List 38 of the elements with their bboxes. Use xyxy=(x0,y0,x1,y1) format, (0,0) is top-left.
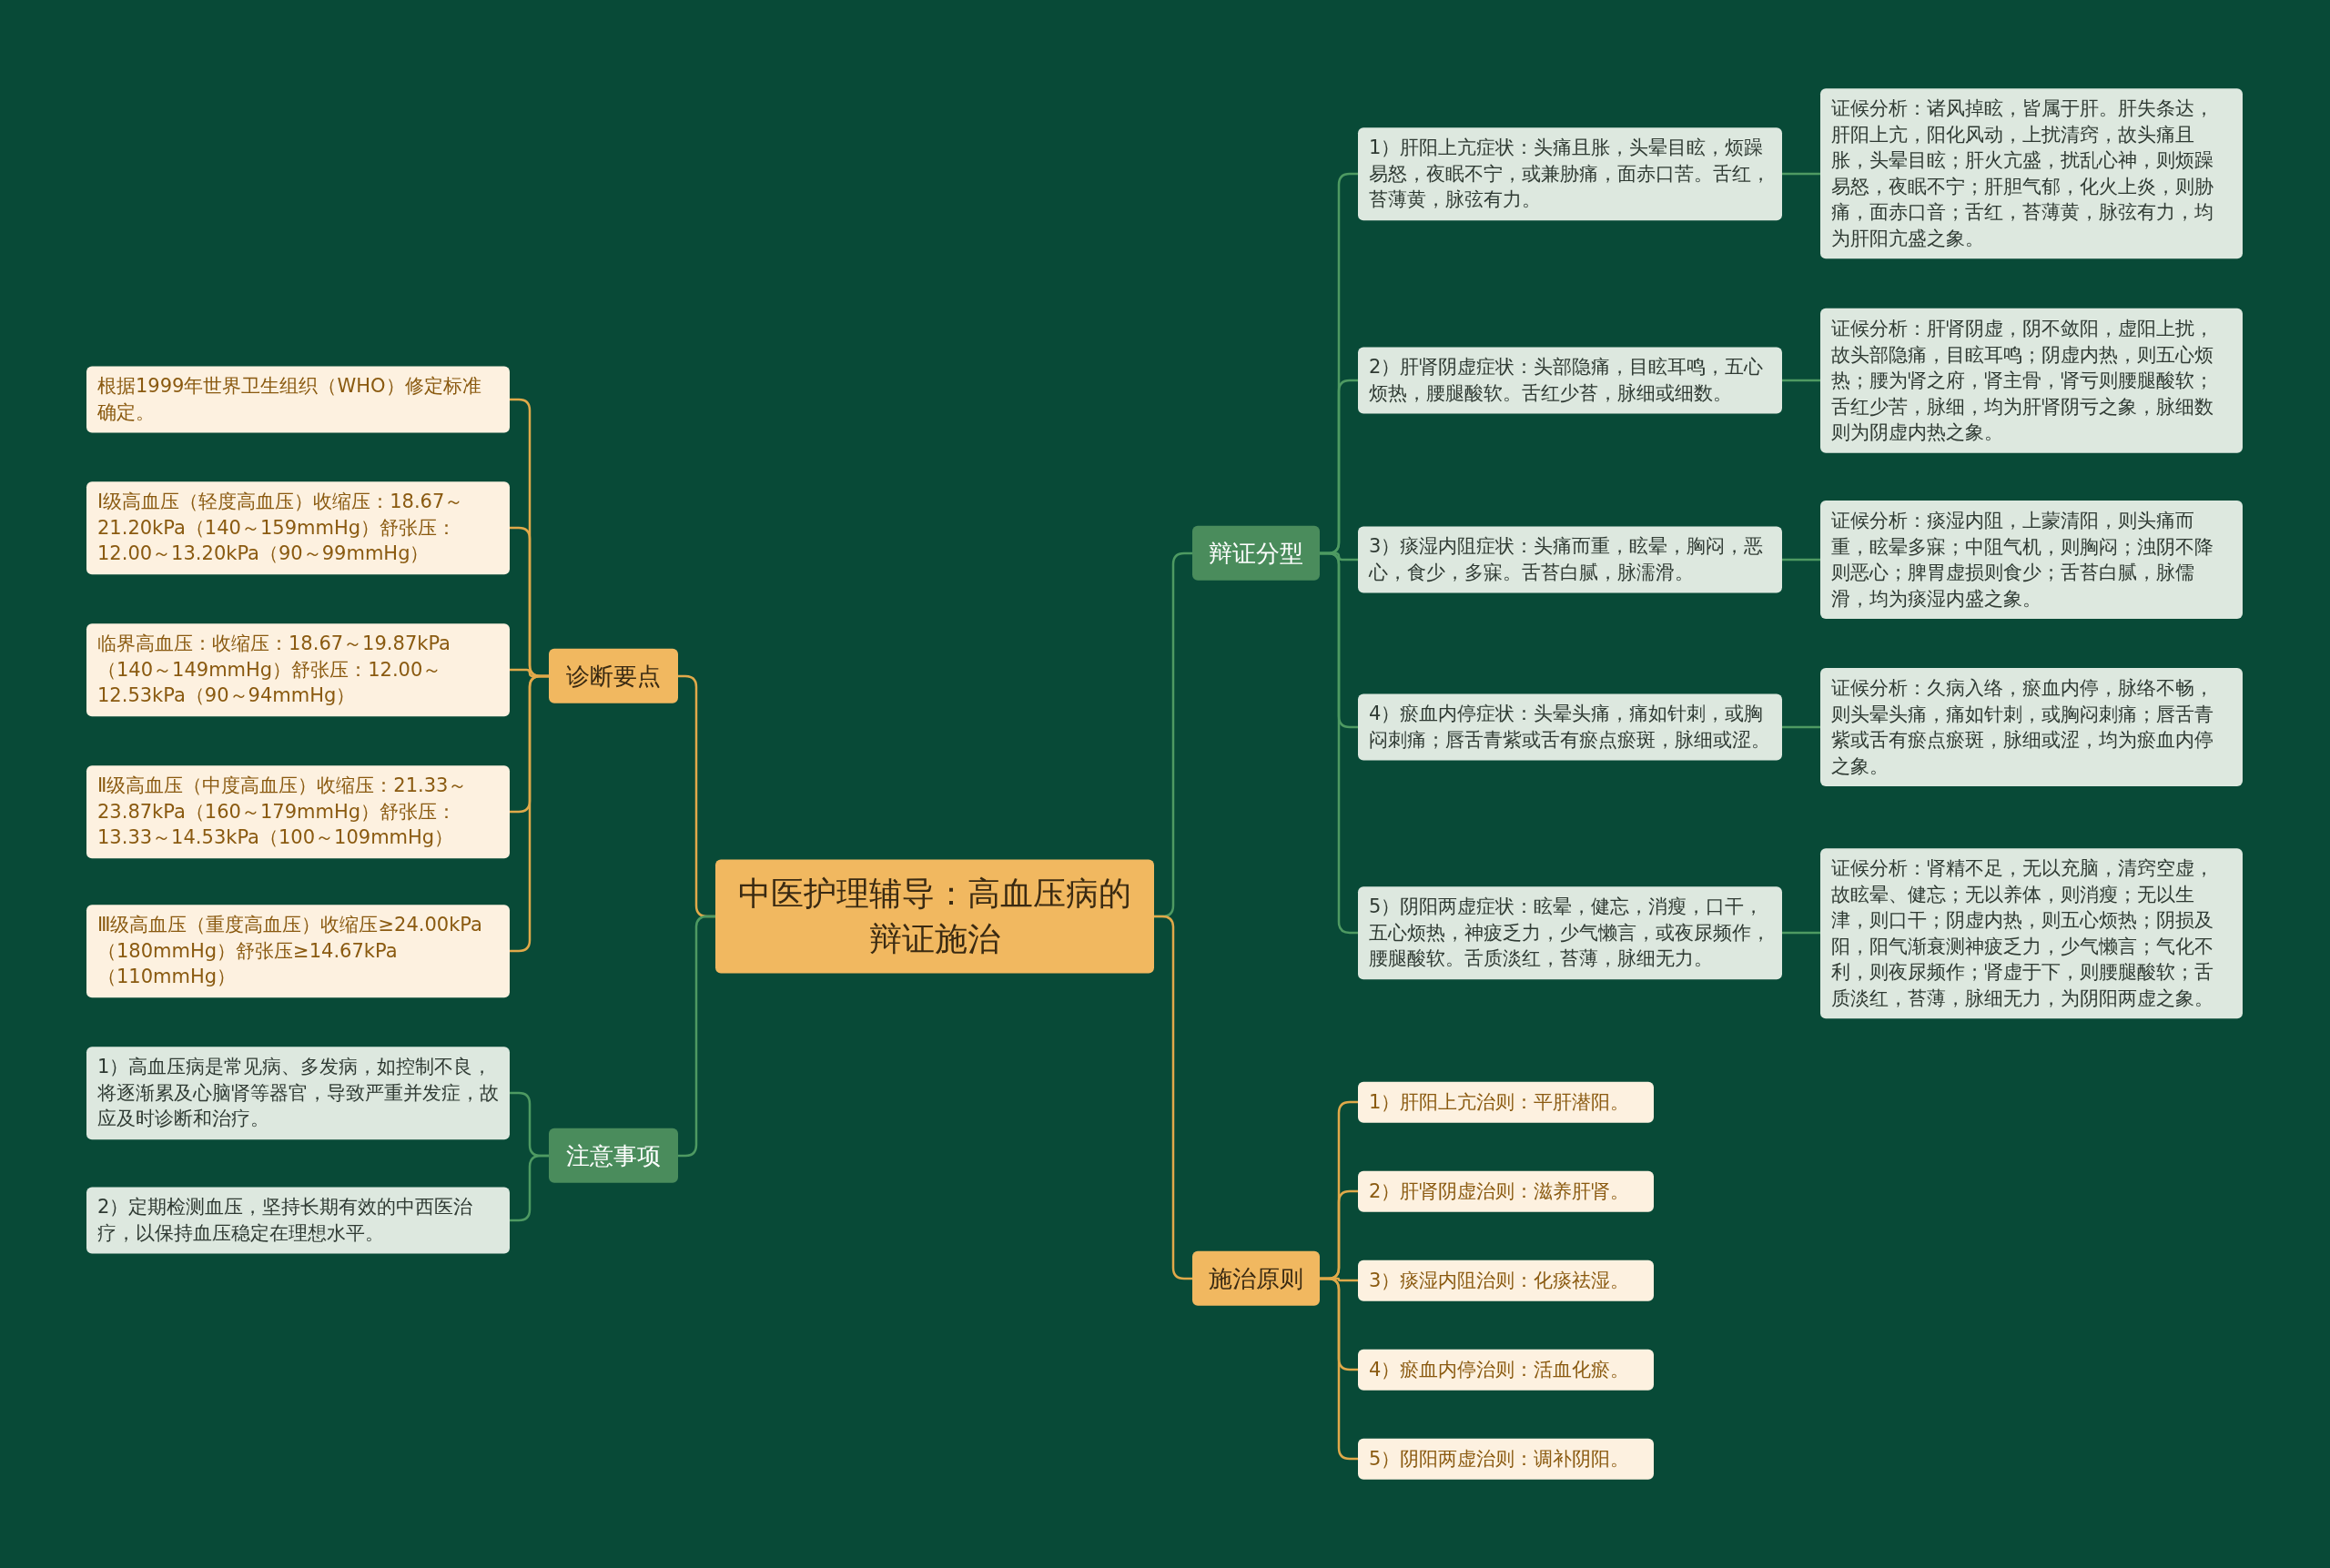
topic-card: 3）痰湿内阻治则：化痰祛湿。 xyxy=(1358,1259,1654,1301)
branch-topic: 诊断要点 xyxy=(549,648,678,704)
topic-card: 4）瘀血内停治则：活血化瘀。 xyxy=(1358,1349,1654,1391)
topic-card: 3）痰湿内阻症状：头痛而重，眩晕，胸闷，恶心，食少，多寐。舌苔白腻，脉濡滑。 xyxy=(1358,526,1782,593)
connector-line xyxy=(1782,172,1820,176)
topic-card: 1）高血压病是常见病、多发病，如控制不良，将逐渐累及心脑肾等器官，导致严重并发症，故应及时诊断和治疗。 xyxy=(86,1047,510,1139)
connector-line xyxy=(1782,725,1820,729)
topic-card: Ⅱ级高血压（中度高血压）收缩压：21.33～23.87kPa（160～179mmHg）舒张压：13.33～14.53kPa（100～109mmHg） xyxy=(86,765,510,858)
central-topic: 中医护理辅导：高血压病的辩证施治 xyxy=(715,859,1154,974)
topic-card: 临界高血压：收缩压：18.67～19.87kPa（140～149mmHg）舒张压：12.00～12.53kPa（90～94mmHg） xyxy=(86,623,510,716)
topic-card: 2）肝肾阴虚治则：滋养肝肾。 xyxy=(1358,1170,1654,1212)
topic-card: 证候分析：肝肾阴虚，阴不敛阳，虚阳上扰，故头部隐痛，目眩耳鸣；阴虚内热，则五心烦热；腰为肾之府，肾主骨，肾亏则腰腿酸软；舌红少苦，脉细，均为肝肾阴亏之象，脉细数则为阴虚内热之象。 xyxy=(1820,308,2243,453)
topic-card: 4）瘀血内停症状：头晕头痛，痛如针刺，或胸闷刺痛；唇舌青紫或舌有瘀点瘀斑，脉细或涩。 xyxy=(1358,693,1782,761)
connector-line xyxy=(1320,1277,1358,1461)
connector-line xyxy=(1782,558,1820,561)
connector-line xyxy=(1782,379,1820,382)
topic-card: 5）阴阳两虚治则：调补阴阳。 xyxy=(1358,1438,1654,1480)
topic-card: 证候分析：肾精不足，无以充脑，清窍空虚，故眩晕、健忘；无以养体，则消瘦；无以生津，则口干；阴虚内热，则五心烦热；阴损及阳，阳气渐衰测神疲乏力，少气懒言；气化不利，则夜尿频作；肾虚于下，则腰腿酸软；舌质淡红，苔薄，脉细无力，为阴阳两虚之象。 xyxy=(1820,848,2243,1019)
connector-line xyxy=(1782,931,1820,935)
branch-topic: 辩证分型 xyxy=(1192,525,1320,582)
topic-card: Ⅰ级高血压（轻度高血压）收缩压：18.67～21.20kPa（140～159mmHg）舒张压：12.00～13.20kPa（90～99mmHg） xyxy=(86,481,510,574)
topic-card: 证候分析：诸风掉眩，皆属于肝。肝失条达，肝阳上亢，阳化风动，上扰清窍，故头痛且胀，头晕目眩；肝火亢盛，扰乱心神，则烦躁易怒，夜眠不宁；肝胆气郁，化火上炎，则胁痛，面赤口音；舌红，苔薄黄，脉弦有力，均为肝阳亢盛之象。 xyxy=(1820,88,2243,259)
connector-line xyxy=(510,1154,549,1222)
branch-topic: 施治原则 xyxy=(1192,1250,1320,1307)
connector-line xyxy=(1154,915,1192,1280)
topic-card: Ⅲ级高血压（重度高血压）收缩压≥24.00kPa（180mmHg）舒张压≥14.67kPa（110mmHg） xyxy=(86,905,510,997)
topic-card: 2）定期检测血压，坚持长期有效的中西医治疗，以保持血压稳定在理想水平。 xyxy=(86,1187,510,1254)
topic-card: 根据1999年世界卫生组织（WHO）修定标准确定。 xyxy=(86,366,510,433)
connector-line xyxy=(678,915,715,1158)
connector-line xyxy=(510,674,549,953)
connector-line xyxy=(1320,551,1358,935)
topic-card: 2）肝肾阴虚症状：头部隐痛，目眩耳鸣，五心烦热，腰腿酸软。舌红少苔，脉细或细数。 xyxy=(1358,347,1782,414)
topic-card: 证候分析：痰湿内阻，上蒙清阳，则头痛而重，眩晕多寐；中阻气机，则胸闷；浊阴不降则恶心；脾胃虚损则食少；舌苔白腻，脉儒滑，均为痰湿内盛之象。 xyxy=(1820,500,2243,620)
topic-card: 1）肝阳上亢治则：平肝潜阳。 xyxy=(1358,1081,1654,1123)
topic-card: 5）阴阳两虚症状：眩晕，健忘，消瘦，口干，五心烦热，神疲乏力，少气懒言，或夜尿频作，腰腿酸软。舌质淡红，苔薄，脉细无力。 xyxy=(1358,886,1782,979)
branch-topic: 注意事项 xyxy=(549,1128,678,1184)
topic-card: 证候分析：久病入络，瘀血内停，脉络不畅，则头晕头痛，痛如针刺，或胸闷刺痛；唇舌青紫或舌有瘀点瘀斑，脉细或涩，均为瘀血内停之象。 xyxy=(1820,667,2243,787)
topic-card: 1）肝阳上亢症状：头痛且胀，头晕目眩，烦躁易怒，夜眠不宁，或兼胁痛，面赤口苦。舌红，苔薄黄，脉弦有力。 xyxy=(1358,127,1782,220)
